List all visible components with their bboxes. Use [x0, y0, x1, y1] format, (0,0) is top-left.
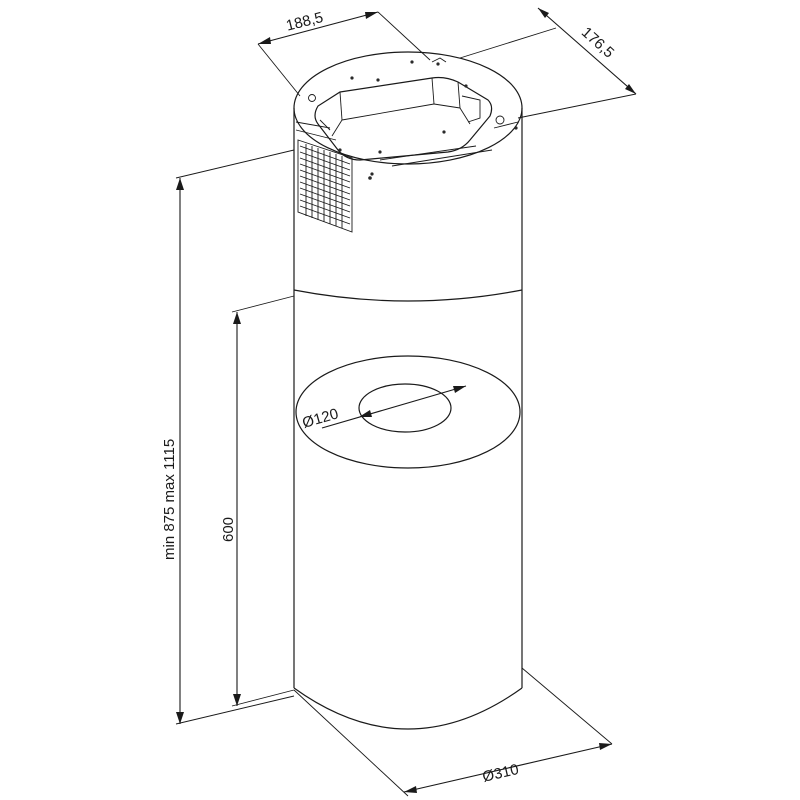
- dimension-filter-diameter: Ø120: [300, 385, 467, 432]
- upper-chimney: [293, 51, 523, 302]
- vent-grille: [297, 139, 353, 233]
- top-depth-label: 176,5: [578, 24, 617, 62]
- top-mounting-plate: [295, 57, 519, 180]
- dimension-top-depth: 176,5: [459, 7, 637, 119]
- top-width-label: 188,5: [284, 9, 325, 35]
- dimension-base-diameter: Ø310: [293, 667, 613, 797]
- filter-diameter-label: Ø120: [300, 405, 340, 431]
- dimension-total-height: min 875 max 1115: [161, 149, 295, 725]
- lower-hood-body: [293, 290, 523, 730]
- dimension-lower-height: 600: [220, 295, 295, 707]
- total-height-label: min 875 max 1115: [161, 439, 178, 560]
- base-diameter-label: Ø310: [481, 761, 521, 786]
- lower-height-label: 600: [220, 517, 237, 542]
